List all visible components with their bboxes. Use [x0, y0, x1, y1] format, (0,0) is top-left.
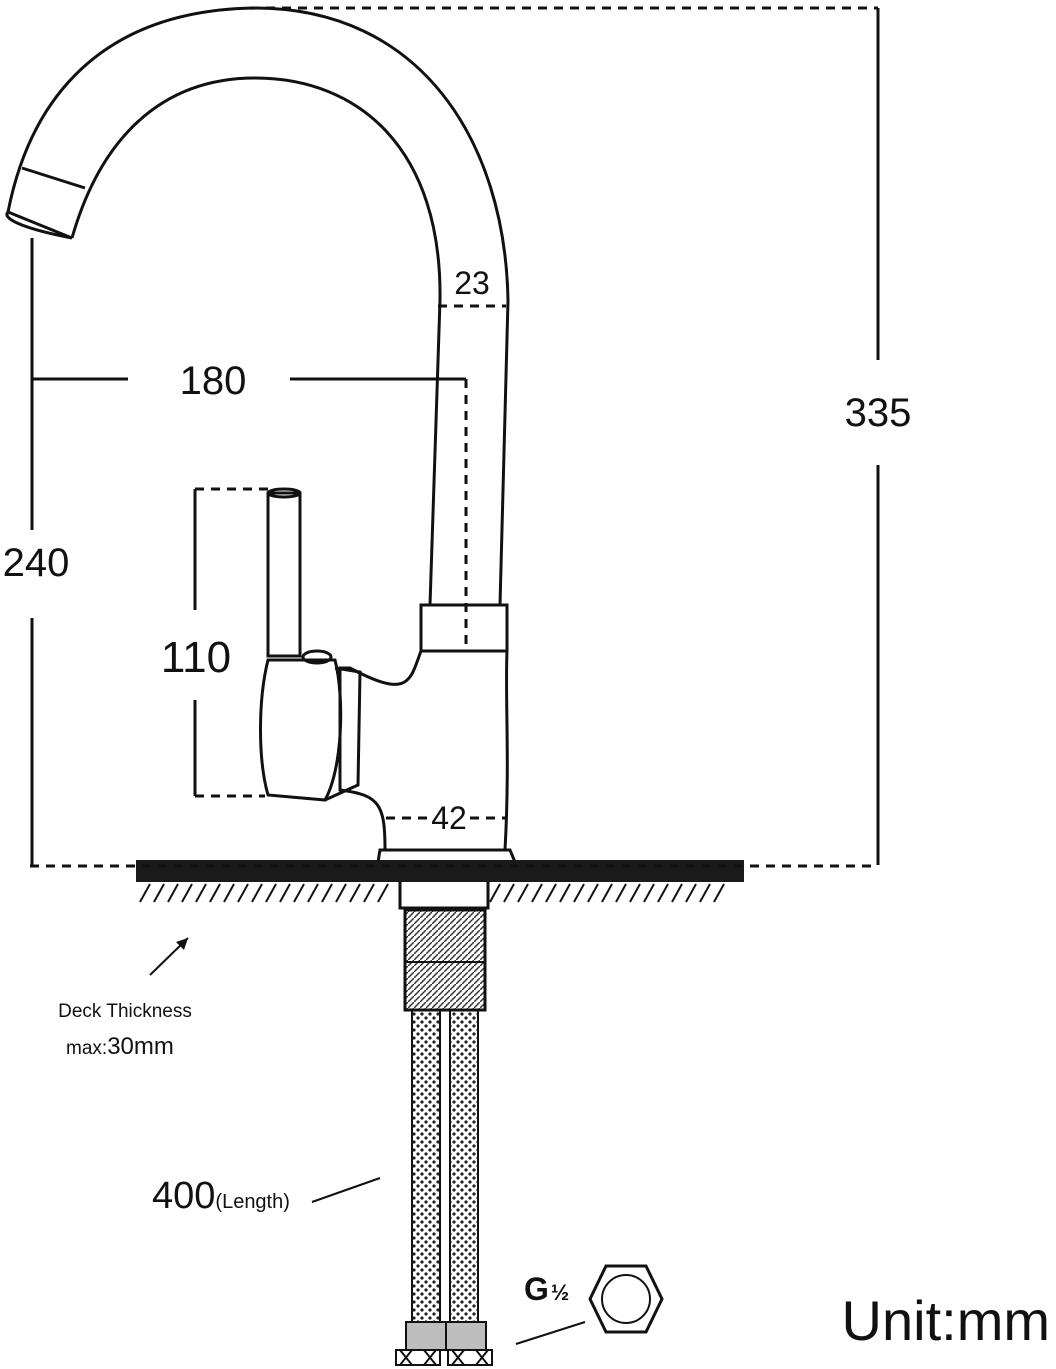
- handle-sleeve: [324, 666, 362, 802]
- hatch-line: [489, 883, 501, 903]
- deck-plate: [136, 860, 744, 882]
- dim-23-label: 23: [454, 265, 490, 301]
- hose-fitting-left: [405, 1321, 447, 1351]
- hatch-line: [671, 883, 683, 903]
- handle-knob: [301, 649, 333, 665]
- hatch-line: [363, 883, 375, 903]
- hatch-line: [195, 883, 207, 903]
- dimension-lines: [30, 6, 880, 1345]
- deck-hatching: [139, 883, 725, 903]
- hatch-line: [629, 883, 641, 903]
- hatch-line: [643, 883, 655, 903]
- hose-nut-right: [447, 1349, 493, 1366]
- hatch-line: [699, 883, 711, 903]
- hatch-line: [153, 883, 165, 903]
- hatch-line: [685, 883, 697, 903]
- hatch-line: [181, 883, 193, 903]
- deck-max-label: max:30mm: [66, 1033, 174, 1060]
- hatch-line: [167, 883, 179, 903]
- hatch-line: [657, 883, 669, 903]
- handle-cap: [266, 487, 302, 499]
- hatch-line: [531, 883, 543, 903]
- deck-thickness-title: Deck Thickness: [58, 1001, 192, 1022]
- hatch-line: [349, 883, 361, 903]
- shank: [398, 882, 490, 1012]
- hatch-line: [545, 883, 557, 903]
- hose-left: [411, 1009, 441, 1323]
- hatch-line: [307, 883, 319, 903]
- hatch-line: [209, 883, 221, 903]
- hose-nut-left: [395, 1349, 441, 1366]
- faucet-outline: [5, 6, 518, 864]
- faucet-body: [338, 650, 509, 852]
- dim-180-label: 180: [180, 359, 247, 403]
- hose-length-label: 400(Length): [152, 1175, 290, 1217]
- hatch-line: [601, 883, 613, 903]
- shank-body: [403, 908, 487, 1012]
- thread-label: G½: [524, 1271, 569, 1307]
- spout-inner: [70, 76, 442, 606]
- handle-lever: [266, 491, 302, 658]
- hatch-line: [713, 883, 725, 903]
- hatch-line: [517, 883, 529, 903]
- thread-leader: [515, 1321, 586, 1345]
- hatch-line: [573, 883, 585, 903]
- deck-arrow-icon: [176, 938, 188, 950]
- dim-240-label: 240: [3, 541, 70, 585]
- shank-nut: [398, 882, 490, 910]
- unit-label: Unit:mm: [842, 1289, 1050, 1352]
- hatch-line: [279, 883, 291, 903]
- dim-42-label: 42: [431, 800, 467, 836]
- hose-leader: [311, 1177, 381, 1203]
- labels: 180 335 240 110 23 42 Deck Thickness max…: [3, 265, 1050, 1352]
- hatch-line: [587, 883, 599, 903]
- hose-fitting-right: [445, 1321, 487, 1351]
- hatch-line: [615, 883, 627, 903]
- swivel-collar: [419, 603, 509, 653]
- hatch-line: [265, 883, 277, 903]
- hatch-line: [251, 883, 263, 903]
- hoses: [395, 1009, 493, 1366]
- spout-tip: [5, 166, 86, 240]
- hatch-line: [503, 883, 515, 903]
- hatch-line: [139, 883, 151, 903]
- hatch-line: [321, 883, 333, 903]
- hex-nut-icon: [588, 1264, 664, 1334]
- hatch-line: [335, 883, 347, 903]
- hatch-line: [377, 883, 389, 903]
- dim-335-label: 335: [845, 391, 912, 435]
- hatch-line: [559, 883, 571, 903]
- handle-base: [259, 658, 343, 802]
- hatch-line: [223, 883, 235, 903]
- dim-110-label: 110: [161, 633, 231, 682]
- hatch-line: [237, 883, 249, 903]
- hatch-line: [293, 883, 305, 903]
- hose-right: [449, 1009, 479, 1323]
